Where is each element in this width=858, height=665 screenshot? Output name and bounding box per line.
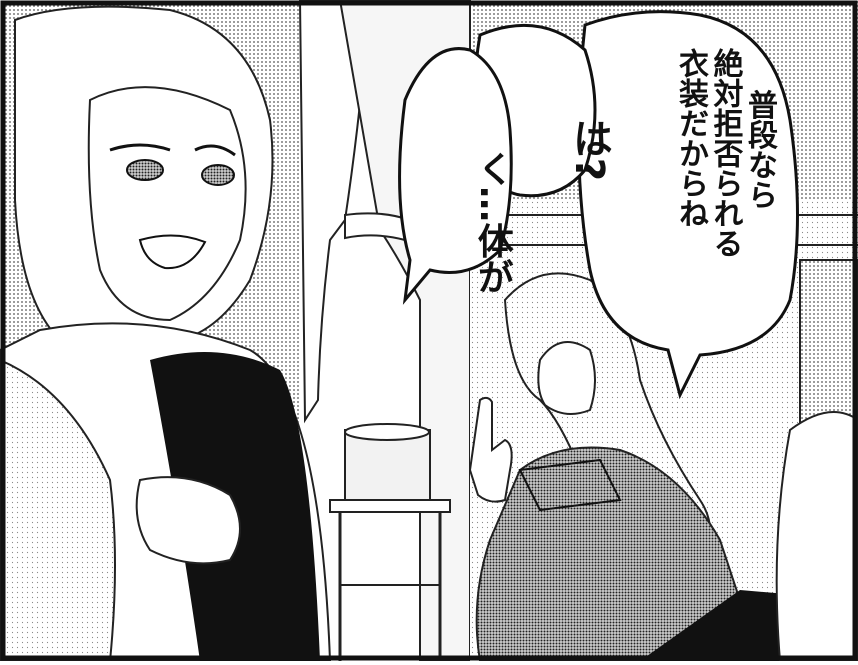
speech-bubble-small [398,47,513,305]
man-eye-left [126,159,164,181]
man-eye-right [201,164,235,186]
speech-line: は? [566,117,612,181]
side-table [329,499,451,513]
speech-bubble-large [577,10,799,400]
man-mouth [138,234,207,270]
speech-line: 絶対拒否られる [707,48,743,258]
girl-hand-pointing [468,396,513,503]
girl-face [537,341,596,415]
pillow [0,358,116,662]
speech-line: 普段なら [742,89,777,210]
right-figure [775,411,858,662]
speech-text-ha: は? [520,62,658,181]
speech-line: 衣装だからね [673,48,708,228]
speech-text-body: く…体が [430,100,554,294]
speech-line: く…体が [471,150,513,295]
speech-text-costume: 普段なら 絶対拒否られる 衣装だからね [638,48,811,258]
man-hand [135,476,241,565]
